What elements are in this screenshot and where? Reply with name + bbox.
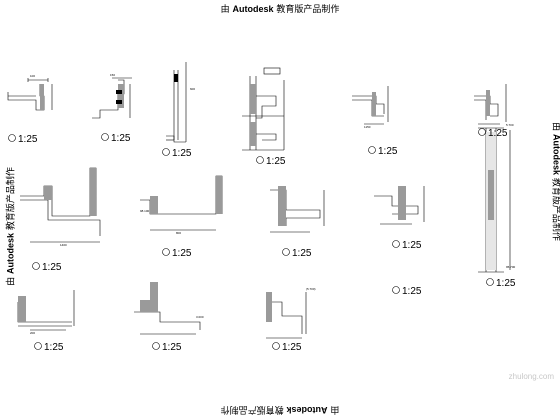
scale-label: 1:25 — [488, 128, 508, 139]
elevation-label: 95.700 — [506, 265, 516, 269]
scale-label: 1:25 — [44, 342, 64, 353]
detail-9 — [270, 186, 325, 233]
scale-label: 1:25 — [266, 156, 286, 167]
scale-marker-4: 1:25 — [256, 156, 286, 167]
elevation-label: 5.700 — [506, 123, 514, 127]
detail-10 — [374, 186, 425, 225]
scale-label: 1:25 — [172, 248, 192, 259]
detail-12: 200 — [17, 290, 75, 335]
scale-marker-10: 1:25 — [392, 240, 422, 251]
scale-marker-6: 1:25 — [478, 128, 508, 139]
dim-label: 150 — [110, 73, 115, 77]
scale-label: 1:25 — [42, 262, 62, 273]
scale-marker-11: 1:25 — [486, 278, 516, 289]
detail-1: 100 — [7, 74, 53, 111]
scale-label: 1:25 — [496, 278, 516, 289]
dim-label: 1150 — [364, 125, 371, 129]
scale-label: 1:25 — [282, 342, 302, 353]
scale-marker-5: 1:25 — [368, 146, 398, 157]
detail-14: (5.700) — [266, 287, 316, 339]
detail-13: 3.000 — [134, 282, 204, 335]
detail-7: 1400 — [20, 167, 101, 247]
detail-11: 5.700 95.700 — [478, 123, 516, 273]
scale-marker-8: 1:25 — [162, 248, 192, 259]
dim-label: 600 — [190, 87, 195, 91]
scale-label: 1:25 — [402, 240, 422, 251]
scale-marker-9: 1:25 — [282, 248, 312, 259]
scale-marker-7: 1:25 — [32, 262, 62, 273]
detail-4 — [242, 67, 285, 151]
scale-marker-3: 1:25 — [162, 148, 192, 159]
detail-8: 800 98.100 — [140, 175, 223, 235]
scale-label: 1:25 — [402, 286, 422, 297]
elevation-label: 3.000 — [196, 315, 204, 319]
scale-marker-15: 1:25 — [392, 286, 422, 297]
scale-label: 1:25 — [111, 133, 131, 144]
dim-label: 200 — [30, 331, 35, 335]
scale-label: 1:25 — [378, 146, 398, 157]
dim-label: 100 — [30, 74, 35, 78]
scale-label: 1:25 — [18, 134, 38, 145]
elevation-label: 98.100 — [140, 209, 150, 213]
site-watermark: zhulong.com — [508, 372, 554, 381]
detail-3: 600 — [166, 62, 195, 143]
scale-marker-12: 1:25 — [34, 342, 64, 353]
detail-5: 1150 — [352, 86, 389, 129]
scale-marker-2: 1:25 — [101, 133, 131, 144]
scale-label: 1:25 — [172, 148, 192, 159]
dim-label: 1400 — [60, 243, 67, 247]
scale-marker-13: 1:25 — [152, 342, 182, 353]
scale-marker-1: 1:25 — [8, 134, 38, 145]
watermark-top: 由 Autodesk 教育版产品制作 — [220, 4, 340, 15]
detail-6 — [474, 84, 507, 125]
detail-2: 150 — [92, 73, 132, 119]
scale-label: 1:25 — [292, 248, 312, 259]
elevation-label: (5.700) — [306, 287, 316, 291]
scale-label: 1:25 — [162, 342, 182, 353]
dim-label: 800 — [176, 231, 181, 235]
scale-marker-14: 1:25 — [272, 342, 302, 353]
